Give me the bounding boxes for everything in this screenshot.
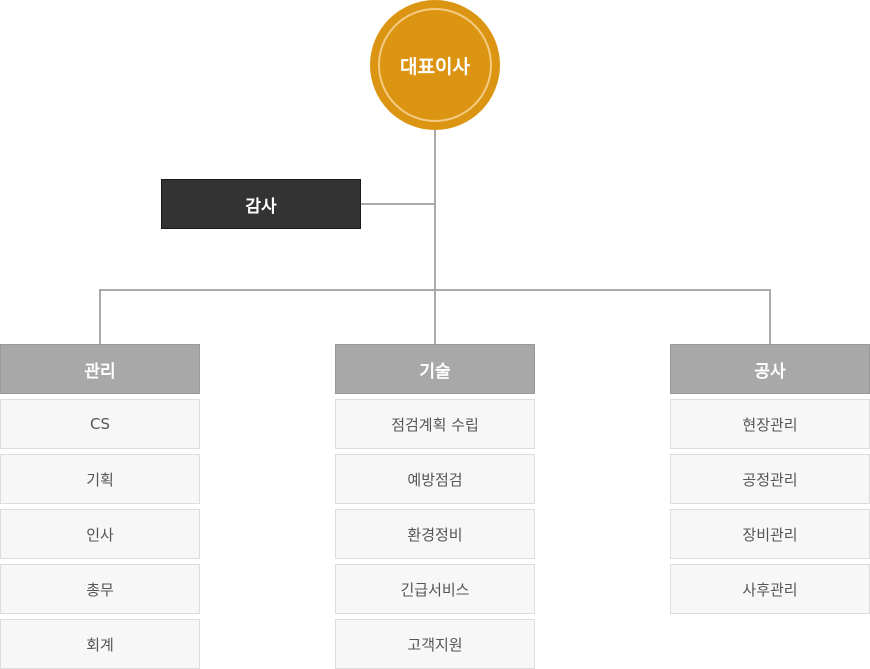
dept-item: CS xyxy=(0,399,200,449)
connector-horizontal xyxy=(99,289,771,291)
dept-item: 긴급서비스 xyxy=(335,564,535,614)
dept-item: 인사 xyxy=(0,509,200,559)
dept-item: 기획 xyxy=(0,454,200,504)
dept-header: 기술 xyxy=(335,344,535,394)
dept-item: 예방점검 xyxy=(335,454,535,504)
dept-item: 점검계획 수립 xyxy=(335,399,535,449)
dept-item: 총무 xyxy=(0,564,200,614)
dept-header: 관리 xyxy=(0,344,200,394)
connector-audit xyxy=(360,203,435,205)
dept-item: 고객지원 xyxy=(335,619,535,669)
dept-item: 장비관리 xyxy=(670,509,870,559)
connector-dept-right xyxy=(769,289,771,344)
dept-management: 관리 CS 기획 인사 총무 회계 xyxy=(0,344,200,669)
dept-item: 사후관리 xyxy=(670,564,870,614)
dept-item: 공정관리 xyxy=(670,454,870,504)
audit-node: 감사 xyxy=(161,179,361,229)
dept-item: 회계 xyxy=(0,619,200,669)
dept-technology: 기술 점검계획 수립 예방점검 환경정비 긴급서비스 고객지원 xyxy=(335,344,535,669)
ceo-node: 대표이사 xyxy=(370,0,500,130)
dept-item: 환경정비 xyxy=(335,509,535,559)
dept-construction: 공사 현장관리 공정관리 장비관리 사후관리 xyxy=(670,344,870,614)
dept-item: 현장관리 xyxy=(670,399,870,449)
ceo-label: 대표이사 xyxy=(378,8,492,122)
connector-vertical-main xyxy=(434,130,436,344)
connector-dept-left xyxy=(99,289,101,344)
dept-header: 공사 xyxy=(670,344,870,394)
